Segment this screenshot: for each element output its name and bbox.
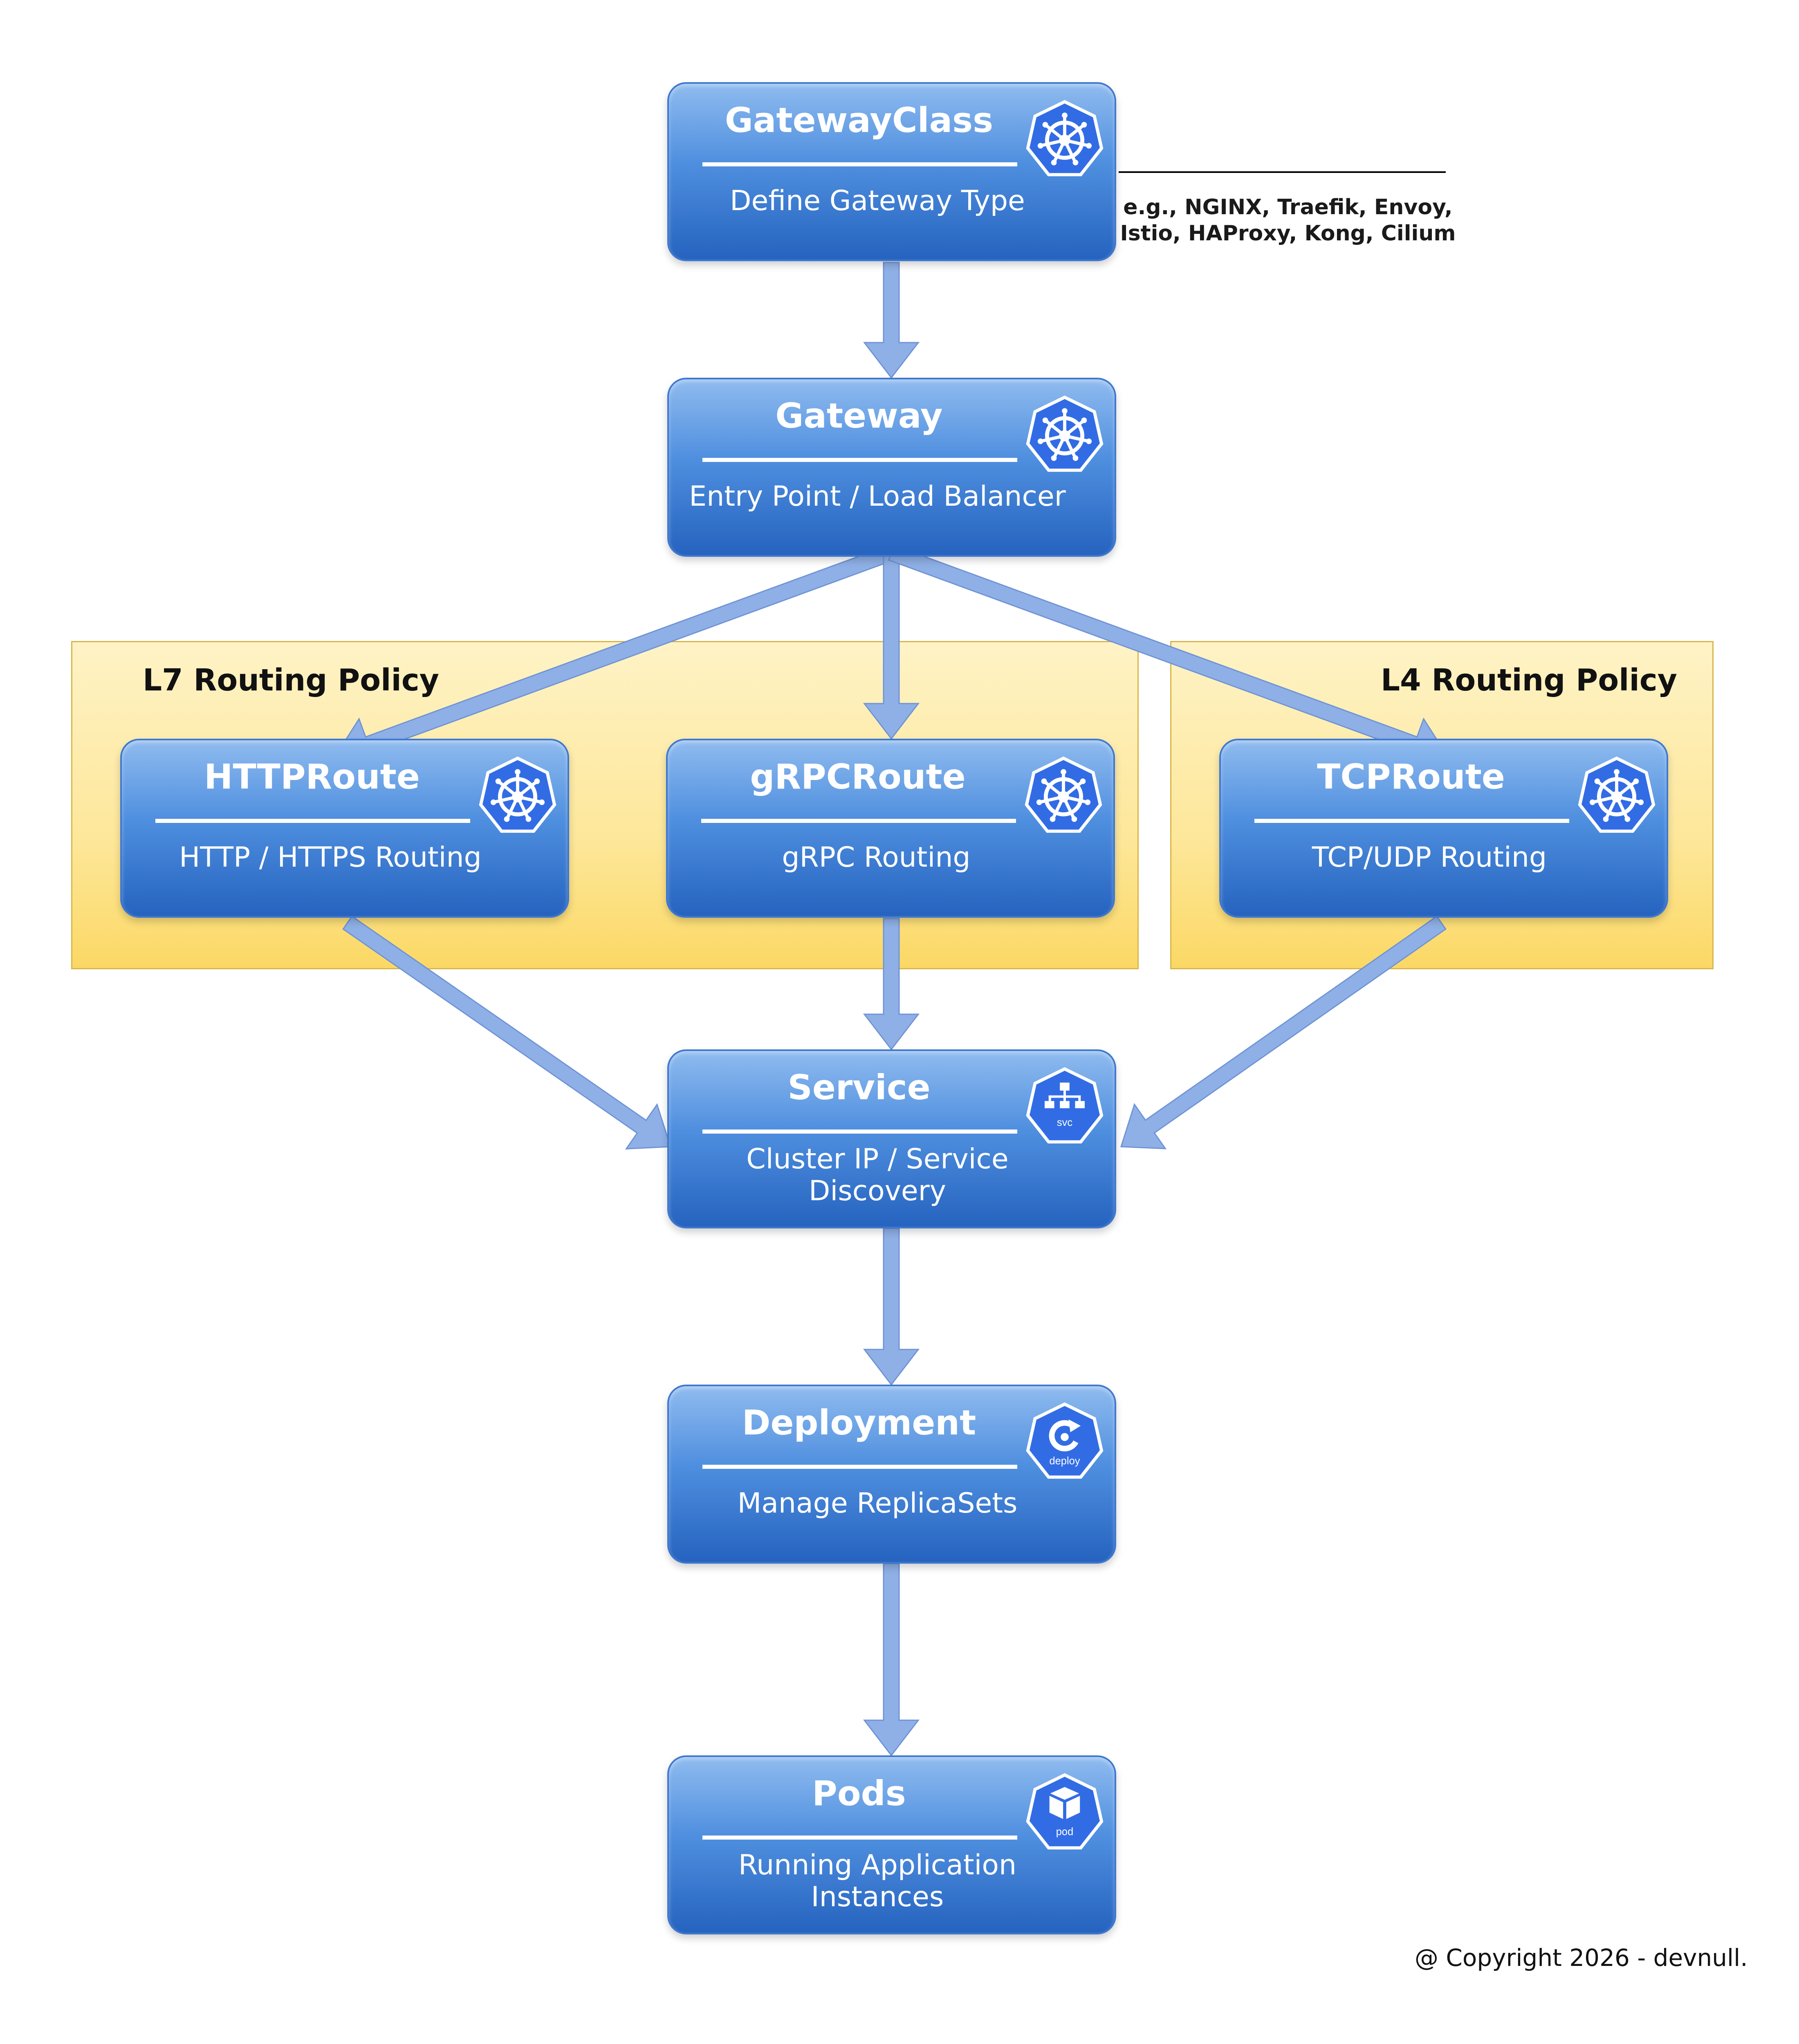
node-description: Manage ReplicaSets bbox=[737, 1487, 1018, 1520]
node-description: Running Application Instances bbox=[685, 1849, 1070, 1913]
gatewayclass-node[interactable]: GatewayClass Define Gateway Type bbox=[667, 82, 1116, 261]
node-divider bbox=[701, 819, 1016, 823]
node-title: Deployment bbox=[742, 1403, 976, 1443]
kubernetes-helm-icon bbox=[1026, 395, 1104, 472]
grpcroute-node[interactable]: gRPCRoute gRPC Routing bbox=[666, 739, 1115, 918]
node-divider bbox=[702, 1836, 1017, 1840]
node-description: TCP/UDP Routing bbox=[1312, 841, 1547, 874]
node-title: TCPRoute bbox=[1317, 757, 1505, 797]
node-title: Pods bbox=[812, 1773, 906, 1813]
node-divider bbox=[155, 819, 470, 823]
node-description-line-2: Instances bbox=[811, 1881, 944, 1913]
arrow-grpcroute-to-service bbox=[863, 918, 920, 1051]
l4-zone-title: L4 Routing Policy bbox=[1381, 663, 1677, 698]
annotation-line-1: e.g., NGINX, Traefik, Envoy, bbox=[1123, 195, 1453, 220]
arrow-tcproute-to-service bbox=[1120, 915, 1447, 1150]
copyright-footer: @ Copyright 2026 - devnull. bbox=[1415, 1944, 1748, 1972]
node-divider bbox=[1254, 819, 1569, 823]
node-description-line-2: Discovery bbox=[809, 1175, 946, 1207]
node-description: Cluster IP / Service Discovery bbox=[685, 1143, 1070, 1207]
node-divider bbox=[702, 1465, 1017, 1469]
arrow-httproute-to-service bbox=[342, 915, 672, 1150]
arrow-gatewayclass-to-gateway bbox=[863, 262, 920, 379]
annotation-line-2: Istio, HAProxy, Kong, Cilium bbox=[1120, 221, 1456, 246]
kubernetes-pod-icon: pod bbox=[1026, 1773, 1104, 1850]
gatewayclass-examples-annotation: e.g., NGINX, Traefik, Envoy, Istio, HAPr… bbox=[1108, 194, 1468, 247]
node-title: Gateway bbox=[775, 396, 943, 436]
kubernetes-helm-icon bbox=[1025, 756, 1102, 833]
kubernetes-helm-icon bbox=[479, 756, 556, 833]
node-divider bbox=[702, 1130, 1017, 1134]
service-node[interactable]: Service Cluster IP / Service Discovery s… bbox=[667, 1049, 1116, 1228]
node-title: HTTPRoute bbox=[204, 757, 420, 797]
arrow-gateway-to-grpcroute bbox=[863, 552, 920, 740]
arrow-service-to-deployment bbox=[863, 1228, 920, 1386]
node-description: Define Gateway Type bbox=[730, 185, 1025, 217]
annotation-leader-line bbox=[1119, 171, 1446, 173]
node-description: Entry Point / Load Balancer bbox=[689, 480, 1066, 513]
deployment-node[interactable]: Deployment Manage ReplicaSets deploy bbox=[667, 1385, 1116, 1564]
node-description: gRPC Routing bbox=[782, 841, 971, 874]
pods-node[interactable]: Pods Running Application Instances pod bbox=[667, 1755, 1116, 1934]
kubernetes-helm-icon bbox=[1578, 756, 1655, 833]
node-divider bbox=[702, 162, 1017, 166]
svc-icon-label: svc bbox=[1057, 1117, 1072, 1128]
l7-zone-title: L7 Routing Policy bbox=[143, 663, 439, 698]
node-title: GatewayClass bbox=[725, 100, 994, 140]
node-title: gRPCRoute bbox=[750, 757, 966, 797]
kubernetes-svc-icon: svc bbox=[1026, 1067, 1104, 1144]
node-description: HTTP / HTTPS Routing bbox=[179, 841, 482, 874]
httproute-node[interactable]: HTTPRoute HTTP / HTTPS Routing bbox=[120, 739, 569, 918]
tcproute-node[interactable]: TCPRoute TCP/UDP Routing bbox=[1219, 739, 1668, 918]
arrow-deployment-to-pods bbox=[863, 1563, 920, 1757]
gateway-node[interactable]: Gateway Entry Point / Load Balancer bbox=[667, 378, 1116, 557]
kubernetes-deploy-icon: deploy bbox=[1026, 1402, 1104, 1479]
arrow-gateway-to-tcproute bbox=[888, 545, 1449, 771]
node-description-line-1: Running Application bbox=[738, 1849, 1017, 1881]
pod-icon-label: pod bbox=[1056, 1826, 1074, 1838]
node-description-line-1: Cluster IP / Service bbox=[746, 1143, 1009, 1175]
node-divider bbox=[702, 458, 1017, 462]
deploy-icon-label: deploy bbox=[1049, 1455, 1080, 1467]
node-title: Service bbox=[787, 1067, 931, 1107]
kubernetes-helm-icon bbox=[1026, 100, 1104, 177]
arrow-gateway-to-httproute bbox=[334, 545, 895, 771]
